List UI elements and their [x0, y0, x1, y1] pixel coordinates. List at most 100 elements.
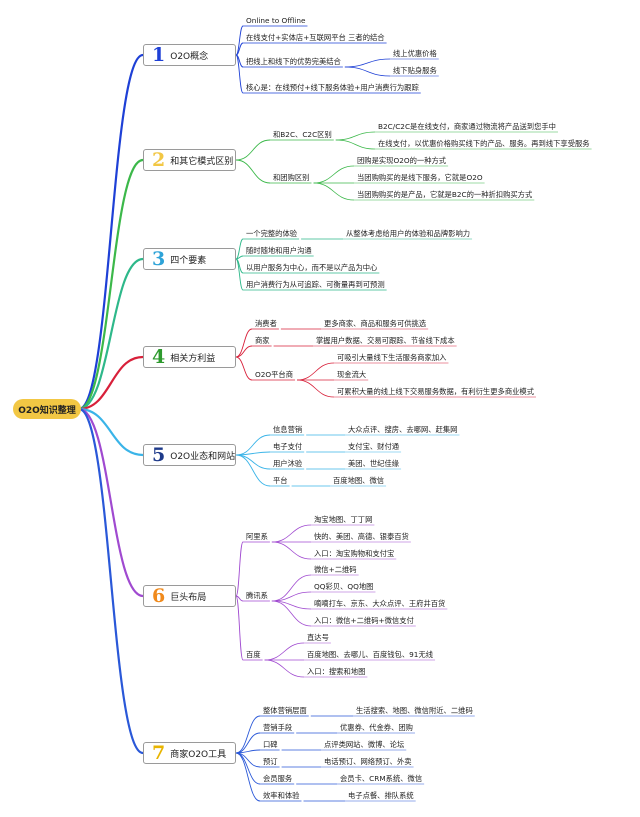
node-overall-marketing-tools[interactable]: 生活搜索、地图、微信附近、二维码: [356, 706, 473, 715]
node-trackable[interactable]: 用户消费行为从可追踪、可衡量再到可预测: [246, 280, 385, 289]
node-e-payment[interactable]: 电子支付: [273, 442, 303, 451]
branch-3-label: 四个要素: [170, 255, 207, 266]
link-root-branch-4: [78, 355, 144, 411]
node-vs-b2c[interactable]: 和B2C、C2C区别: [273, 130, 332, 139]
node-groupbuy-1[interactable]: 团购是实现O2O的一种方式: [357, 156, 447, 165]
node-baidu-2[interactable]: 百度地图、去哪儿、百度钱包、91无线: [307, 650, 434, 659]
node-tencent[interactable]: 腾讯系: [246, 591, 268, 600]
branch-3-node[interactable]: 3 四个要素: [143, 248, 236, 270]
link-branch-6-child-1-leaf-1: [271, 591, 312, 602]
node-online-to-offline[interactable]: Online to Offline: [246, 16, 306, 25]
node-efficiency[interactable]: 效率和体验: [263, 791, 300, 800]
root-node[interactable]: O2O知识整理: [13, 399, 81, 419]
branch-7-node[interactable]: 7 商家O2O工具: [143, 742, 236, 764]
node-info-marketing-sites[interactable]: 大众点评、搜房、去哪网、赶集网: [348, 425, 458, 434]
node-platform-benefit-3[interactable]: 可累积大量的线上线下交易服务数据，有利衍生更多商业模式: [337, 387, 535, 396]
node-platform-benefit-2[interactable]: 现金流大: [337, 370, 367, 379]
node-consumer-benefit[interactable]: 更多商家、商品和服务可供挑选: [324, 319, 427, 328]
link-branch-1-child-1: [235, 42, 244, 56]
node-user-experience[interactable]: 用户沐验: [273, 459, 303, 468]
node-user-experience-sites[interactable]: 美团、世纪佳缘: [348, 459, 400, 468]
node-platform-type[interactable]: 平台: [273, 476, 288, 485]
link-branch-6-child-1-leaf-3: [271, 600, 312, 627]
node-alibaba-3[interactable]: 入口：淘宝购物和支付宝: [314, 549, 395, 558]
link-branch-5-child-3: [235, 454, 271, 487]
node-consumer[interactable]: 消费者: [255, 319, 277, 328]
node-reputation-tools[interactable]: 点评类网站、微博、论坛: [324, 740, 405, 749]
link-branch-2-child-0: [235, 139, 271, 161]
node-tencent-1[interactable]: 微信+二维码: [314, 565, 357, 574]
node-member-service[interactable]: 会员服务: [263, 774, 293, 783]
node-core[interactable]: 核心是：在线预付+线下服务体验+用户消费行为跟踪: [246, 83, 419, 92]
node-alibaba[interactable]: 阿里系: [246, 532, 268, 541]
link-branch-4-child-2-leaf-0: [297, 362, 335, 381]
node-tencent-2[interactable]: QQ彩贝、QQ地图: [314, 582, 374, 591]
link-branch-6-child-2: [235, 595, 244, 661]
branch-2-number: 2: [152, 148, 166, 171]
branch-4-node[interactable]: 4 相关方利益: [143, 346, 236, 368]
node-marketing-means-tools[interactable]: 优惠券、代金券、团购: [340, 723, 413, 732]
node-efficiency-tools[interactable]: 电子点餐、排队系统: [348, 791, 414, 800]
branch-5-node[interactable]: 5 O2O业态和网站: [143, 444, 236, 466]
node-three-combination[interactable]: 在线支付+实体店+互联网平台 三者的结合: [246, 33, 385, 42]
node-e-payment-sites[interactable]: 支付宝、财付通: [348, 442, 400, 451]
node-merchant[interactable]: 商家: [255, 336, 270, 345]
node-marketing-means[interactable]: 营销手段: [263, 723, 293, 732]
link-branch-2-child-1: [235, 159, 271, 184]
node-o2o-desc[interactable]: 在线支付，以优惠价格购买线下的产品、服务。再到线下享受服务: [378, 139, 590, 148]
node-booking[interactable]: 预订: [263, 757, 278, 766]
node-baidu-1[interactable]: 直达号: [307, 633, 329, 642]
link-branch-6-child-0-leaf-0: [271, 524, 312, 543]
node-alibaba-2[interactable]: 快的、美团、高德、银泰百货: [314, 532, 409, 541]
node-member-service-tools[interactable]: 会员卡、CRM系统、微信: [340, 774, 423, 783]
node-anytime-communicate[interactable]: 随时随地和用户沟通: [246, 246, 312, 255]
node-user-centered[interactable]: 以用户服务为中心，而不是以产品为中心: [246, 263, 378, 272]
branch-5-number: 5: [152, 443, 166, 466]
link-branch-7-child-1: [235, 732, 261, 754]
node-online-price[interactable]: 线上优惠价格: [393, 49, 437, 58]
branch-3-number: 3: [152, 247, 166, 270]
link-branch-7-child-5: [235, 752, 261, 802]
node-overall-marketing[interactable]: 整体营销层面: [263, 706, 307, 715]
branch-1-label: O2O概念: [170, 51, 209, 62]
link-branch-2-child-1-leaf-0: [313, 165, 355, 184]
node-tencent-3[interactable]: 嘀嘀打车、京东、大众点评、王府井百货: [314, 599, 446, 608]
link-root-branch-7: [78, 407, 144, 755]
branch-5-label: O2O业态和网站: [170, 451, 236, 462]
node-reputation[interactable]: 口碑: [263, 740, 278, 749]
node-vs-groupbuy[interactable]: 和团购区别: [273, 173, 310, 182]
link-branch-6-child-1: [235, 595, 244, 602]
node-info-marketing[interactable]: 信息营销: [273, 425, 303, 434]
branch-6-node[interactable]: 6 巨头布局: [143, 585, 236, 607]
node-b2c-desc[interactable]: B2C/C2C是在线支付，商家通过物流将产品送到您手中: [378, 122, 556, 131]
link-branch-4-child-2-leaf-2: [297, 379, 335, 398]
branch-2-node[interactable]: 2 和其它模式区别: [143, 149, 236, 171]
link-branch-3-child-3: [235, 258, 244, 291]
node-baidu[interactable]: 百度: [246, 650, 261, 659]
link-root-branch-3: [78, 257, 144, 411]
link-branch-5-child-2: [235, 454, 271, 470]
node-advantages[interactable]: 把线上和线下的优势完美结合: [246, 57, 341, 66]
link-branch-6-child-0: [235, 541, 244, 597]
node-merchant-benefit[interactable]: 掌握用户数据、交易可跟踪、节省线下成本: [316, 336, 455, 345]
link-branch-4-child-1: [235, 345, 253, 358]
node-alibaba-1[interactable]: 淘宝地图、丁丁网: [314, 515, 373, 524]
node-platform-sites[interactable]: 百度地图、微信: [333, 476, 385, 485]
node-tencent-4[interactable]: 入口：微信+二维码+微信支付: [314, 616, 414, 625]
branch-7-label: 商家O2O工具: [170, 749, 227, 760]
node-groupbuy-3[interactable]: 当团购购买的是产品，它就是B2C的一种折扣购买方式: [357, 190, 533, 199]
link-root-branch-2: [78, 158, 144, 411]
node-full-experience[interactable]: 一个完整的体验: [246, 229, 298, 238]
branch-4-label: 相关方利益: [170, 353, 216, 364]
node-offline-service[interactable]: 线下贴身服务: [393, 66, 437, 75]
node-platform-benefit-1[interactable]: 可吸引大量线下生活服务商家加入: [337, 353, 447, 362]
node-brand-impact[interactable]: 从整体考虑给用户的体验和品牌影响力: [346, 229, 471, 238]
link-branch-1-child-0: [235, 25, 244, 56]
node-booking-tools[interactable]: 电话预订、网络预订、外卖: [324, 757, 412, 766]
node-groupbuy-2[interactable]: 当团购购买的是线下服务，它就是O2O: [357, 173, 483, 182]
branch-1-node[interactable]: 1 O2O概念: [143, 44, 236, 66]
node-platform[interactable]: O2O平台商: [255, 370, 294, 379]
node-baidu-3[interactable]: 入口：搜索和地图: [307, 667, 366, 676]
